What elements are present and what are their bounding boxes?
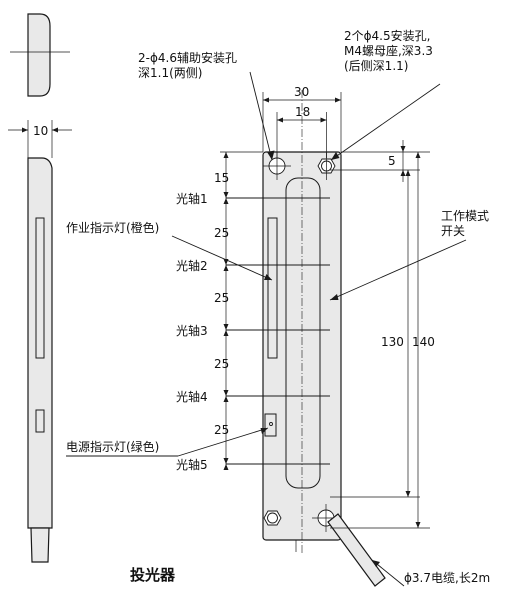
callout-mode-switch: 工作模式 开关 xyxy=(329,209,489,301)
dim-total-height: 140 xyxy=(412,335,435,349)
width-inner-value: 18 xyxy=(295,105,310,119)
optical-axis-lines xyxy=(226,197,330,465)
width-outer-value: 30 xyxy=(294,85,309,99)
work-led-text: 作业指示灯(橙色) xyxy=(66,220,159,235)
power-led-dot xyxy=(269,422,273,426)
chain-tick-4 xyxy=(223,390,229,402)
side-width-arrow-right xyxy=(52,127,58,133)
mount-hole-text-2: M4螺母座,深3.3 xyxy=(344,43,433,58)
axis-label-1: 光轴1 xyxy=(176,191,208,206)
dim-pitch-2: 25 xyxy=(214,291,229,305)
side-view-slot-upper xyxy=(35,217,45,359)
mount-hole-text-1: 2个ϕ4.5安装孔, xyxy=(344,28,430,43)
chain-tick-1 xyxy=(223,192,229,204)
side-width-value: 10 xyxy=(33,124,48,138)
dim-axis-span: 130 xyxy=(381,335,404,349)
side-view-slot-lower xyxy=(35,409,45,433)
axis-label-5: 光轴5 xyxy=(176,457,208,472)
top-view-body xyxy=(27,13,51,97)
mode-switch-text-1: 工作模式 xyxy=(441,209,489,223)
top-view xyxy=(10,13,70,97)
callout-mount-hole: 2个ϕ4.5安装孔, M4螺母座,深3.3 (后侧深1.1) xyxy=(330,28,441,161)
front-view-lens-window xyxy=(285,177,321,489)
dim-pitch-1: 25 xyxy=(214,226,229,240)
aux-hole-text-1: 2-ϕ4.6辅助安装孔 xyxy=(138,50,237,65)
dim-pitch-4: 25 xyxy=(214,423,229,437)
cable-text: ϕ3.7电缆,长2m xyxy=(404,571,490,585)
side-view-cable xyxy=(30,527,50,563)
right-dimensions: 5 130 140 xyxy=(330,140,435,529)
callout-aux-hole: 2-ϕ4.6辅助安装孔 深1.1(两侧) xyxy=(138,50,275,161)
dim-first-axis: 15 xyxy=(214,171,229,185)
mount-hole-text-3: (后侧深1.1) xyxy=(344,59,408,73)
chain-tick-3 xyxy=(223,324,229,336)
mount-hole-bottom-left xyxy=(263,510,282,526)
axis-label-2: 光轴2 xyxy=(176,258,208,273)
axis-label-3: 光轴3 xyxy=(176,323,208,338)
callout-power-led: 电源指示灯(绿色) xyxy=(66,427,269,457)
aux-hole-text-2: 深1.1(两侧) xyxy=(138,66,202,80)
side-width-arrow-left xyxy=(22,127,28,133)
axis-label-4: 光轴4 xyxy=(176,389,208,404)
callout-work-led: 作业指示灯(橙色) xyxy=(66,220,273,281)
dim-pitch-3: 25 xyxy=(214,357,229,371)
emitter-cable xyxy=(327,513,386,587)
left-dimension-chain xyxy=(220,151,263,470)
mode-switch-text-2: 开关 xyxy=(441,224,465,238)
width-dimensions: 30 18 xyxy=(262,85,342,158)
side-view: 10 xyxy=(8,120,72,563)
front-view xyxy=(226,90,386,587)
front-view-work-led xyxy=(267,217,278,359)
mount-hole-top-right xyxy=(317,152,336,180)
chain-tick-5 xyxy=(223,458,229,470)
dim-top-offset: 5 xyxy=(388,154,396,168)
callout-cable: ϕ3.7电缆,长2m xyxy=(371,559,490,587)
power-led-text: 电源指示灯(绿色) xyxy=(66,439,159,454)
chain-ticks xyxy=(223,192,229,470)
chain-tick-2 xyxy=(223,259,229,271)
title-text: 投光器 xyxy=(130,566,176,584)
